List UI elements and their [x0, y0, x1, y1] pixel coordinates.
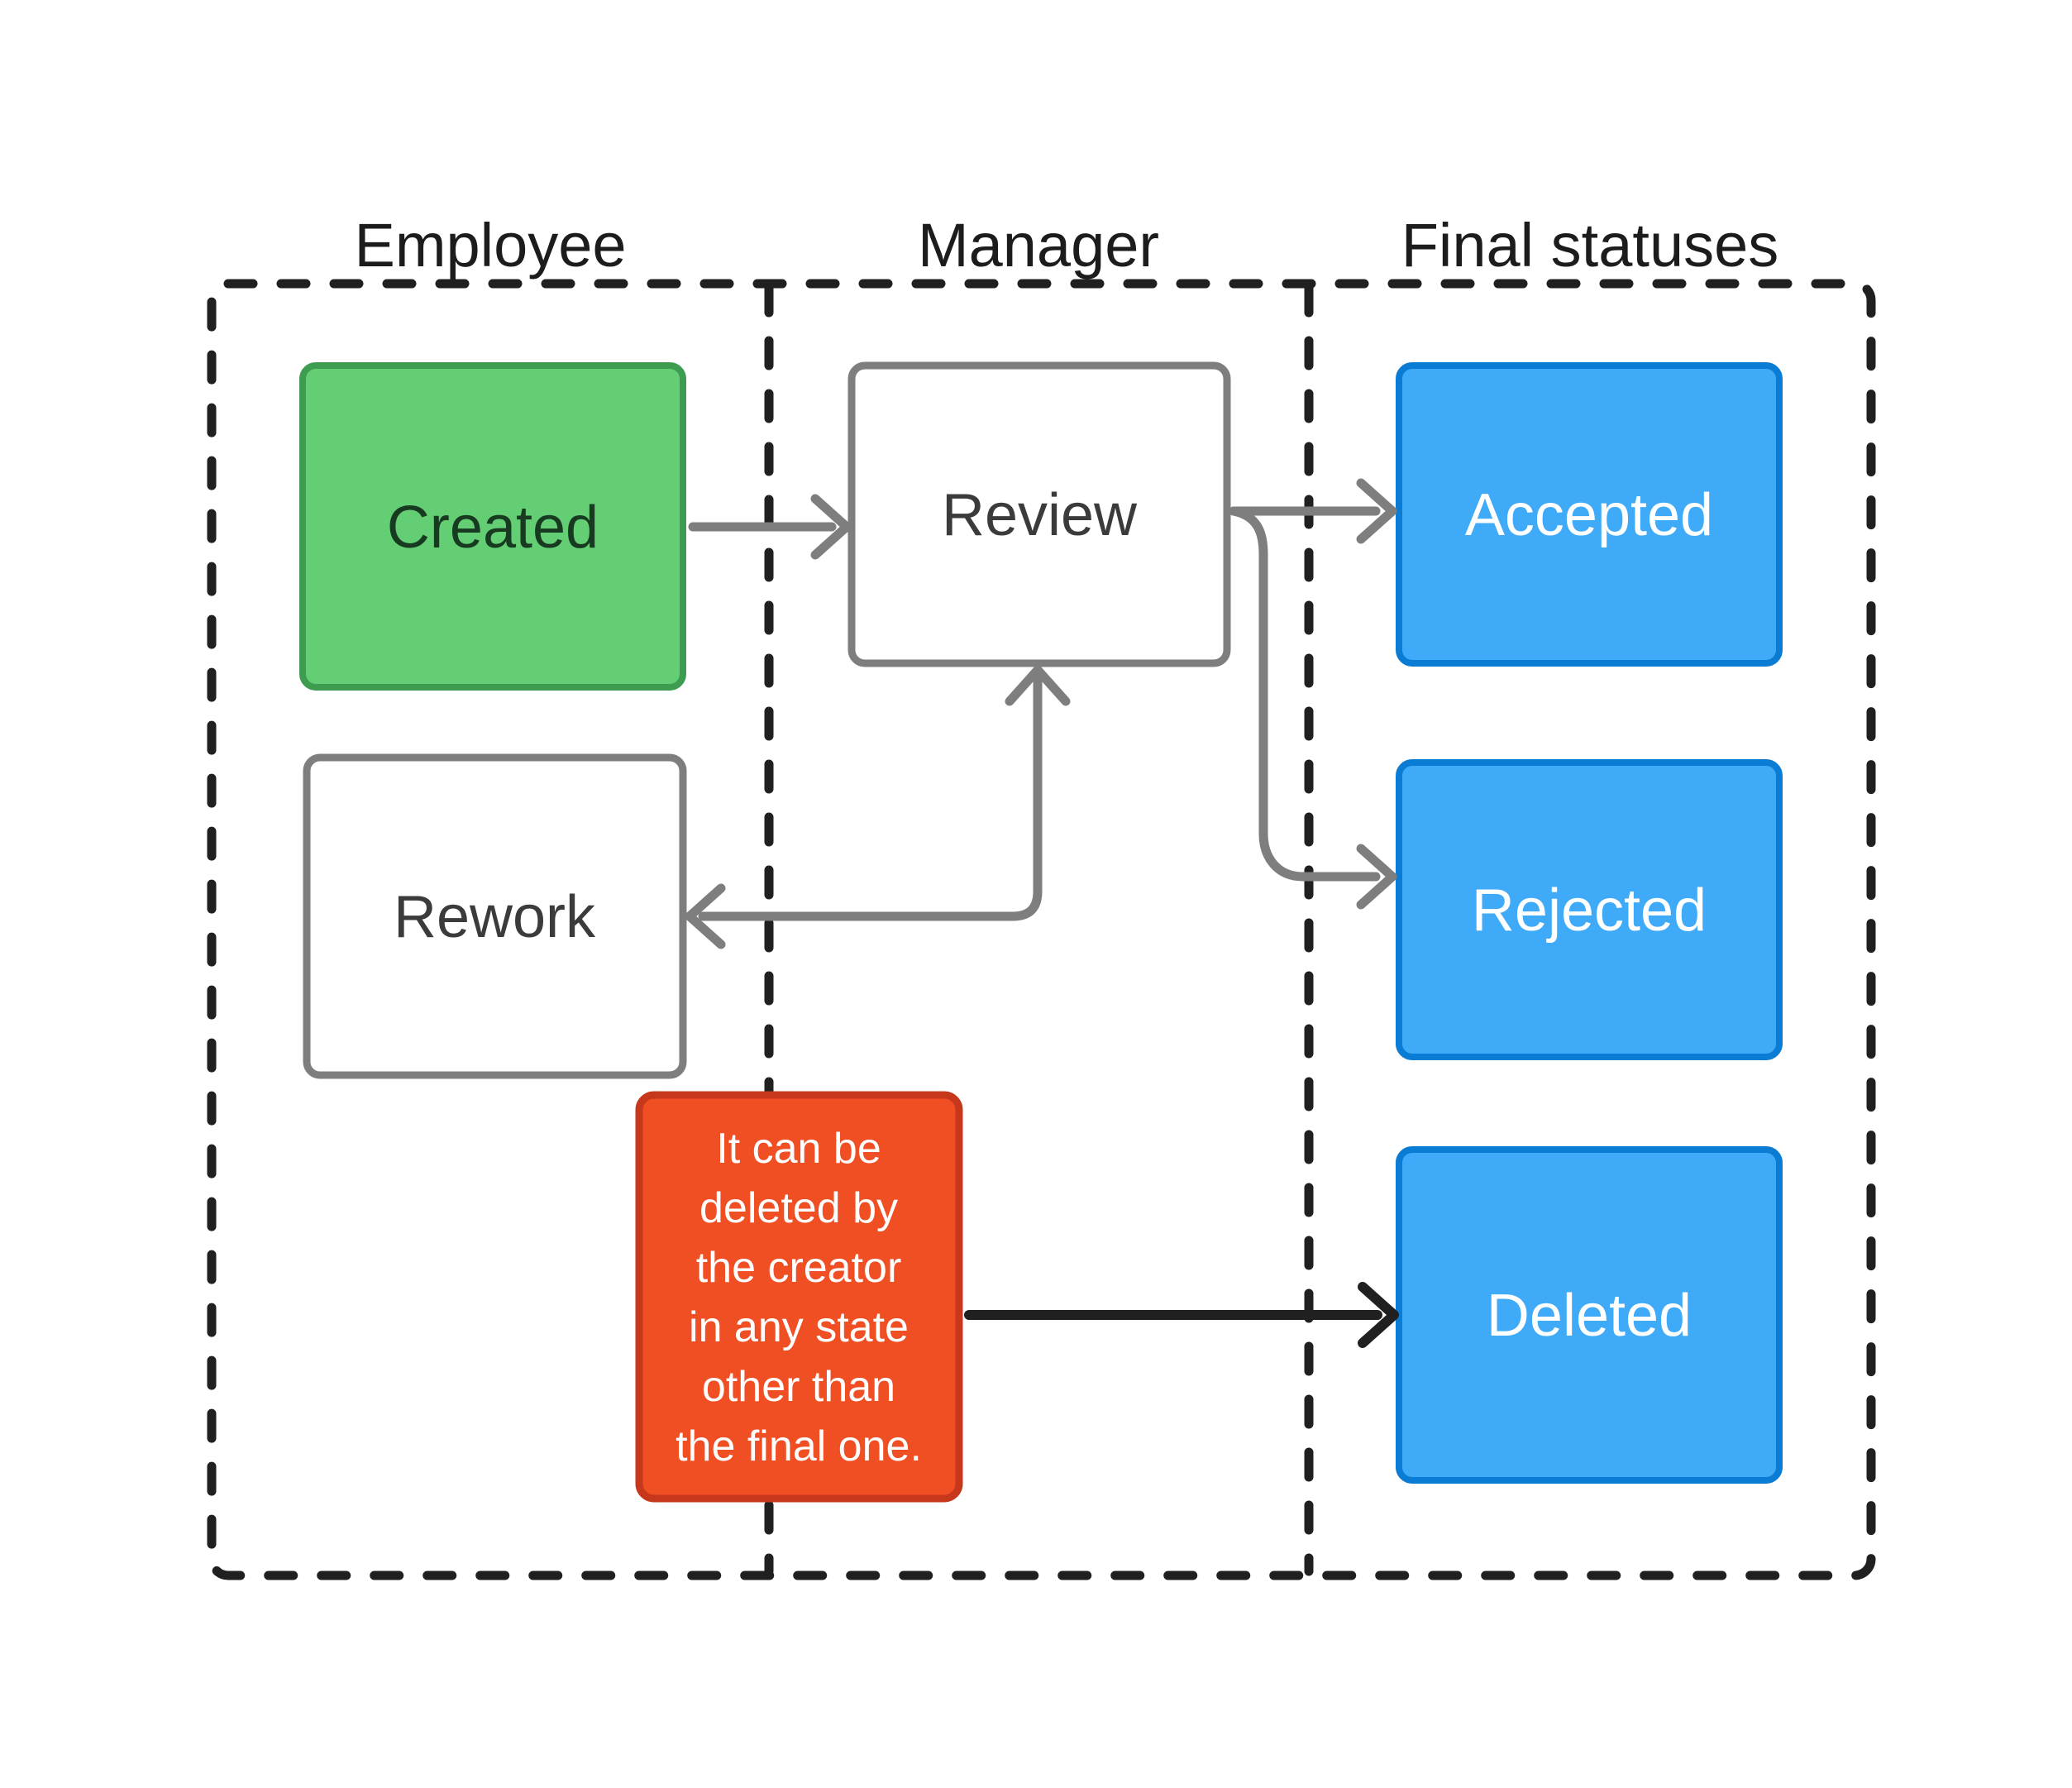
node-review-label: Review [942, 482, 1138, 548]
node-accepted-box [1396, 362, 1783, 667]
node-created: Created [299, 362, 686, 691]
node-deleted-label: Deleted [1487, 1283, 1692, 1349]
lane-title-manager: Manager [918, 211, 1159, 280]
edge-note-to-deleted [964, 1282, 1399, 1348]
node-review-box [847, 361, 1231, 667]
node-rejected-label: Rejected [1472, 877, 1707, 944]
arrowhead-into-accepted [1356, 478, 1397, 544]
edge-review-to-accepted [1229, 478, 1397, 544]
note-box-rect [635, 1091, 963, 1503]
node-created-label: Created [387, 495, 599, 561]
arrowhead-up-into-review [1005, 665, 1071, 706]
node-accepted-label: Accepted [1465, 482, 1713, 548]
arrowhead-into-rejected [1356, 844, 1397, 910]
node-review: Review [847, 361, 1231, 667]
note-line: in any state [689, 1303, 909, 1351]
edge-created-to-review [688, 494, 852, 560]
arrowhead-into-review [810, 494, 852, 560]
node-rejected-box [1396, 759, 1783, 1060]
lane-container-border [207, 279, 1876, 1580]
node-accepted: Accepted [1396, 362, 1783, 667]
note-line: other than [702, 1363, 895, 1411]
node-rework: Rework [303, 753, 687, 1079]
note-line: the creator [696, 1244, 902, 1292]
node-deleted: Deleted [1396, 1146, 1783, 1484]
edge-review-to-rejected [1229, 506, 1397, 910]
lane-title-final-statuses: Final statuses [1401, 211, 1779, 280]
note-line: deleted by [699, 1184, 898, 1232]
node-rework-box [303, 753, 687, 1079]
edge-review-rework-bidirectional [685, 665, 1071, 949]
edge-review-rejected-line [1229, 506, 1381, 882]
edge-review-rework-line [698, 667, 1043, 921]
note-box: It can be deleted by the creator in any … [635, 1091, 963, 1503]
note-line: the final one. [676, 1422, 922, 1470]
arrowhead-into-rework [685, 883, 726, 949]
lane-title-employee: Employee [354, 211, 626, 280]
arrowhead-into-deleted [1358, 1282, 1399, 1348]
node-rework-label: Rework [394, 884, 596, 950]
note-line: It can be [716, 1125, 881, 1173]
node-created-box [299, 362, 686, 691]
node-rejected: Rejected [1396, 759, 1783, 1060]
